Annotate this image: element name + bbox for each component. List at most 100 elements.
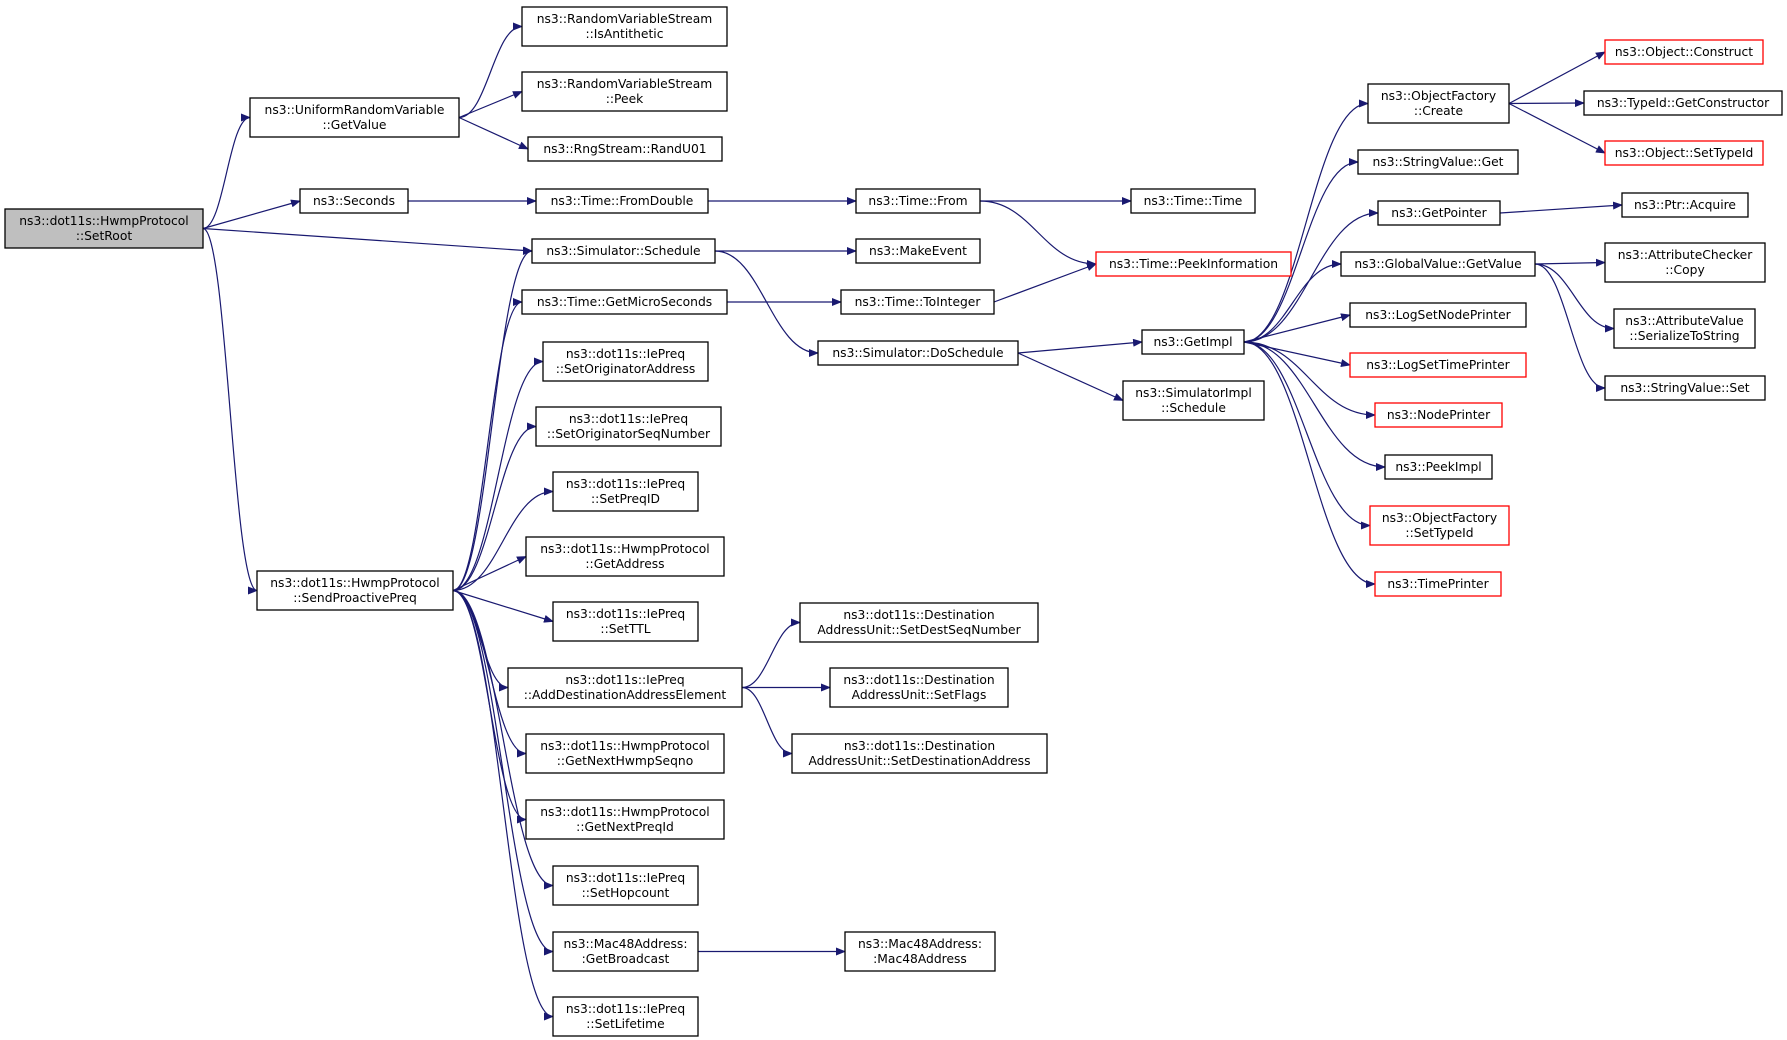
- node-strval-set[interactable]: ns3::StringValue::Set: [1604, 375, 1766, 401]
- node-box[interactable]: [1604, 140, 1764, 166]
- node-box[interactable]: [507, 667, 743, 708]
- node-box[interactable]: [791, 733, 1048, 774]
- node-of-create[interactable]: ns3::ObjectFactory::Create: [1367, 83, 1510, 124]
- node-box[interactable]: [1604, 375, 1766, 401]
- node-box[interactable]: [1377, 200, 1501, 226]
- node-seconds[interactable]: ns3::Seconds: [299, 188, 409, 214]
- node-box[interactable]: [1583, 90, 1783, 116]
- node-box[interactable]: [799, 602, 1039, 643]
- node-setdestaddr[interactable]: ns3::dot11s::DestinationAddressUnit::Set…: [791, 733, 1048, 774]
- node-box[interactable]: [525, 536, 725, 577]
- node-getbroadcast[interactable]: ns3::Mac48Address::GetBroadcast: [552, 931, 699, 972]
- node-timeprinter[interactable]: ns3::TimePrinter: [1374, 571, 1502, 597]
- node-from[interactable]: ns3::Time::From: [855, 188, 981, 214]
- node-box[interactable]: [527, 136, 723, 162]
- node-ac-copy[interactable]: ns3::AttributeChecker::Copy: [1604, 242, 1766, 283]
- node-box[interactable]: [1357, 149, 1519, 175]
- node-schedule[interactable]: ns3::Simulator::Schedule: [531, 238, 716, 264]
- node-box[interactable]: [1130, 188, 1256, 214]
- node-logsetnode[interactable]: ns3::LogSetNodePrinter: [1349, 302, 1527, 328]
- node-setlifetime[interactable]: ns3::dot11s::IePreq::SetLifetime: [552, 996, 699, 1037]
- node-acquire[interactable]: ns3::Ptr::Acquire: [1621, 192, 1749, 218]
- node-tointeger[interactable]: ns3::Time::ToInteger: [840, 289, 995, 315]
- node-box[interactable]: [4, 208, 204, 249]
- node-box[interactable]: [249, 97, 460, 138]
- node-setflags[interactable]: ns3::dot11s::DestinationAddressUnit::Set…: [829, 667, 1009, 708]
- node-box[interactable]: [521, 71, 728, 112]
- node-getmicro[interactable]: ns3::Time::GetMicroSeconds: [521, 289, 728, 315]
- node-of-settypeid[interactable]: ns3::ObjectFactory::SetTypeId: [1369, 505, 1510, 546]
- node-box[interactable]: [256, 570, 454, 611]
- node-adddest[interactable]: ns3::dot11s::IePreq::AddDestinationAddre…: [507, 667, 743, 708]
- node-box[interactable]: [855, 188, 981, 214]
- node-logsettime[interactable]: ns3::LogSetTimePrinter: [1349, 352, 1527, 378]
- node-box[interactable]: [1340, 251, 1536, 277]
- node-construct[interactable]: ns3::Object::Construct: [1604, 39, 1764, 65]
- node-nextpreqid[interactable]: ns3::dot11s::HwmpProtocol::GetNextPreqId: [525, 799, 725, 840]
- node-box[interactable]: [552, 996, 699, 1037]
- node-getconstructor[interactable]: ns3::TypeId::GetConstructor: [1583, 90, 1783, 116]
- node-peekinfo[interactable]: ns3::Time::PeekInformation: [1095, 251, 1292, 277]
- node-doschedule[interactable]: ns3::Simulator::DoSchedule: [817, 340, 1019, 366]
- node-box[interactable]: [1604, 242, 1766, 283]
- node-box[interactable]: [844, 931, 996, 972]
- node-sendpreq[interactable]: ns3::dot11s::HwmpProtocol::SendProactive…: [256, 570, 454, 611]
- node-setttl[interactable]: ns3::dot11s::IePreq::SetTTL: [552, 601, 699, 642]
- node-box[interactable]: [531, 238, 716, 264]
- node-box[interactable]: [525, 733, 725, 774]
- node-box[interactable]: [855, 238, 981, 264]
- node-nodeprinter[interactable]: ns3::NodePrinter: [1374, 402, 1503, 428]
- node-sethopcount[interactable]: ns3::dot11s::IePreq::SetHopcount: [552, 865, 699, 906]
- node-nexthwmpseq[interactable]: ns3::dot11s::HwmpProtocol::GetNextHwmpSe…: [525, 733, 725, 774]
- node-box[interactable]: [525, 799, 725, 840]
- node-peek[interactable]: ns3::RandomVariableStream::Peek: [521, 71, 728, 112]
- node-box[interactable]: [1141, 329, 1245, 355]
- node-box[interactable]: [552, 931, 699, 972]
- node-isantithetic[interactable]: ns3::RandomVariableStream::IsAntithetic: [521, 6, 728, 47]
- node-box[interactable]: [552, 865, 699, 906]
- node-box[interactable]: [542, 341, 709, 382]
- node-box[interactable]: [1367, 83, 1510, 124]
- node-box[interactable]: [1349, 352, 1527, 378]
- node-box[interactable]: [1349, 302, 1527, 328]
- node-setdestseq[interactable]: ns3::dot11s::DestinationAddressUnit::Set…: [799, 602, 1039, 643]
- node-box[interactable]: [552, 601, 699, 642]
- node-box[interactable]: [1604, 39, 1764, 65]
- node-box[interactable]: [521, 289, 728, 315]
- node-strval-get[interactable]: ns3::StringValue::Get: [1357, 149, 1519, 175]
- node-box[interactable]: [1374, 571, 1502, 597]
- node-box[interactable]: [1369, 505, 1510, 546]
- node-setpreqid[interactable]: ns3::dot11s::IePreq::SetPreqID: [552, 471, 699, 512]
- node-box[interactable]: [829, 667, 1009, 708]
- node-randu01[interactable]: ns3::RngStream::RandU01: [527, 136, 723, 162]
- node-gv-getvalue[interactable]: ns3::GlobalValue::GetValue: [1340, 251, 1536, 277]
- node-fromdouble[interactable]: ns3::Time::FromDouble: [535, 188, 709, 214]
- node-box[interactable]: [535, 406, 722, 447]
- node-getimpl[interactable]: ns3::GetImpl: [1141, 329, 1245, 355]
- node-simimpl-schedule[interactable]: ns3::SimulatorImpl::Schedule: [1122, 380, 1265, 421]
- node-getpointer[interactable]: ns3::GetPointer: [1377, 200, 1501, 226]
- node-setorigseq[interactable]: ns3::dot11s::IePreq::SetOriginatorSeqNum…: [535, 406, 722, 447]
- node-box[interactable]: [299, 188, 409, 214]
- node-box[interactable]: [535, 188, 709, 214]
- node-box[interactable]: [1122, 380, 1265, 421]
- node-setorigaddr[interactable]: ns3::dot11s::IePreq::SetOriginatorAddres…: [542, 341, 709, 382]
- node-box[interactable]: [521, 6, 728, 47]
- node-mac48ctor[interactable]: ns3::Mac48Address::Mac48Address: [844, 931, 996, 972]
- node-peekimpl[interactable]: ns3::PeekImpl: [1384, 454, 1493, 480]
- node-obj-settypeid[interactable]: ns3::Object::SetTypeId: [1604, 140, 1764, 166]
- node-box[interactable]: [1095, 251, 1292, 277]
- node-box[interactable]: [1384, 454, 1493, 480]
- node-box[interactable]: [1374, 402, 1503, 428]
- node-urv-getvalue[interactable]: ns3::UniformRandomVariable::GetValue: [249, 97, 460, 138]
- node-setroot[interactable]: ns3::dot11s::HwmpProtocol::SetRoot: [4, 208, 204, 249]
- node-makeevent[interactable]: ns3::MakeEvent: [855, 238, 981, 264]
- node-box[interactable]: [817, 340, 1019, 366]
- node-time[interactable]: ns3::Time::Time: [1130, 188, 1256, 214]
- node-box[interactable]: [552, 471, 699, 512]
- node-box[interactable]: [840, 289, 995, 315]
- node-box[interactable]: [1613, 308, 1756, 349]
- node-box[interactable]: [1621, 192, 1749, 218]
- node-getaddress[interactable]: ns3::dot11s::HwmpProtocol::GetAddress: [525, 536, 725, 577]
- node-av-serialize[interactable]: ns3::AttributeValue::SerializeToString: [1613, 308, 1756, 349]
